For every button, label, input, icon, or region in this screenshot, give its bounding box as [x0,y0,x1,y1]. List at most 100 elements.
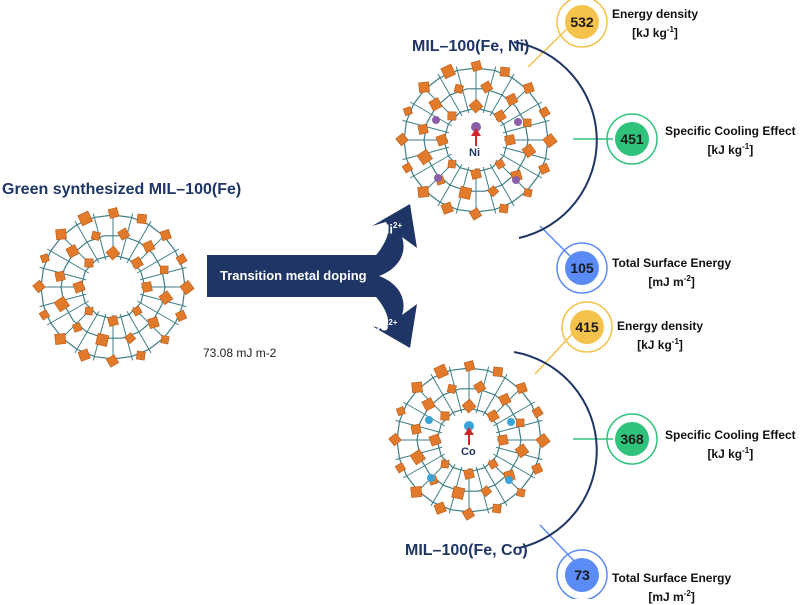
metal-cluster [447,159,457,169]
metal-cluster [32,279,46,294]
metal-cluster [440,63,456,80]
metal-cluster [486,409,500,423]
co-center-label: Co [461,446,476,458]
unit-text: [mJ m [648,590,684,604]
unit-text: [mJ m [648,275,684,289]
linker-spoke [46,300,90,326]
co-energy-density-unit: [kJ kg-1] [617,334,703,353]
co-cooling-label: Specific Cooling Effect [kJ kg-1] [665,428,796,462]
co-cooling-unit: [kJ kg-1] [665,443,796,462]
title-parent-mof: Green synthesized MIL–100(Fe) [2,181,242,198]
metal-cluster [480,80,494,94]
metal-cluster [498,203,509,214]
unit-text: [kJ kg [707,447,743,461]
metal-cluster [515,381,528,395]
dopant-atom [434,174,442,182]
metal-cluster [142,239,156,254]
metal-cluster [516,488,526,498]
metal-cluster [159,228,172,242]
metal-cluster [141,281,153,293]
ni-energy-density-label: Energy density [kJ kg-1] [612,7,698,41]
dopant-atom [425,416,433,424]
metal-cluster [492,366,504,378]
linker-spoke [74,220,100,264]
metal-cluster [458,185,473,200]
co-cooling-value: 368 [615,422,649,456]
metal-cluster [53,296,70,313]
metal-cluster [497,434,509,446]
metal-cluster [470,168,482,180]
title-ni-mof: MIL–100(Fe, Ni) [412,38,530,55]
co-connector-surface [539,524,577,564]
unit-exponent: -1 [742,446,750,455]
linker-spoke [136,248,180,274]
dopant-atom [507,418,515,426]
metal-cluster [388,432,402,447]
metal-cluster [447,111,457,121]
co-surface-energy-label: Total Surface Energy [mJ m-2] [612,571,731,605]
metal-cluster [542,132,558,149]
metal-cluster [468,98,484,114]
ni-ion-charge: 2+ [393,221,403,230]
metal-cluster [522,118,532,128]
co-surface-energy-unit: [mJ m-2] [612,586,731,605]
linker-spoke [437,163,463,207]
co-connector-energy [534,331,575,375]
metal-cluster [473,380,487,394]
unit-bracket: ] [749,143,754,157]
linker-spoke [402,401,446,427]
metal-cluster [130,256,144,270]
metal-cluster [38,309,51,321]
metal-cluster [135,350,146,361]
metal-cluster [411,381,423,394]
metal-cluster [428,97,443,112]
ni-energy-density-value: 532 [565,5,599,39]
linker-spoke [489,163,515,207]
linker-spoke [126,220,152,264]
co-arc [513,351,598,549]
mof-structure-parent [32,207,195,368]
dopant-atom [505,476,513,484]
ni-cooling-title: Specific Cooling Effect [665,124,796,138]
metal-cluster [515,418,525,428]
metal-cluster [433,501,447,515]
metal-cluster [433,363,449,380]
metal-cluster [499,66,511,78]
linker-spoke [409,101,453,127]
linker-spoke [482,463,508,507]
co-energy-density-title: Energy density [617,319,704,333]
metal-cluster [523,188,533,198]
metal-cluster [54,270,66,282]
metal-cluster [131,305,143,317]
ni-surface-energy-unit: [mJ m-2] [612,271,731,290]
parent-surface-energy: 73.08 mJ m-2 [203,346,277,360]
metal-cluster [395,406,406,417]
metal-cluster [440,201,454,215]
ni-energy-density-title: Energy density [612,7,699,21]
linker-spoke [499,153,543,179]
dopant-atom [512,176,520,184]
linker-spoke [74,310,100,354]
metal-cluster [451,485,466,500]
linker-spoke [430,373,456,417]
metal-cluster [107,207,120,219]
metal-cluster [531,406,544,419]
metal-cluster [159,265,169,275]
doping-arrow [207,204,417,348]
linker-spoke [499,101,543,127]
co-energy-density-label: Energy density [kJ kg-1] [617,319,703,353]
metal-cluster [105,245,121,261]
linker-spoke [482,373,508,417]
metal-cluster [470,60,483,72]
metal-cluster [175,253,188,266]
unit-bracket: ] [673,26,678,40]
doping-arrow-label: Transition metal doping [220,268,367,283]
metal-cluster [521,143,537,159]
ni-connector-energy [527,27,569,68]
linker-spoke [126,310,152,354]
linker-bond [163,322,176,339]
unit-exponent: -2 [683,274,691,283]
dopant-atom [432,116,440,124]
metal-cluster [409,449,426,466]
